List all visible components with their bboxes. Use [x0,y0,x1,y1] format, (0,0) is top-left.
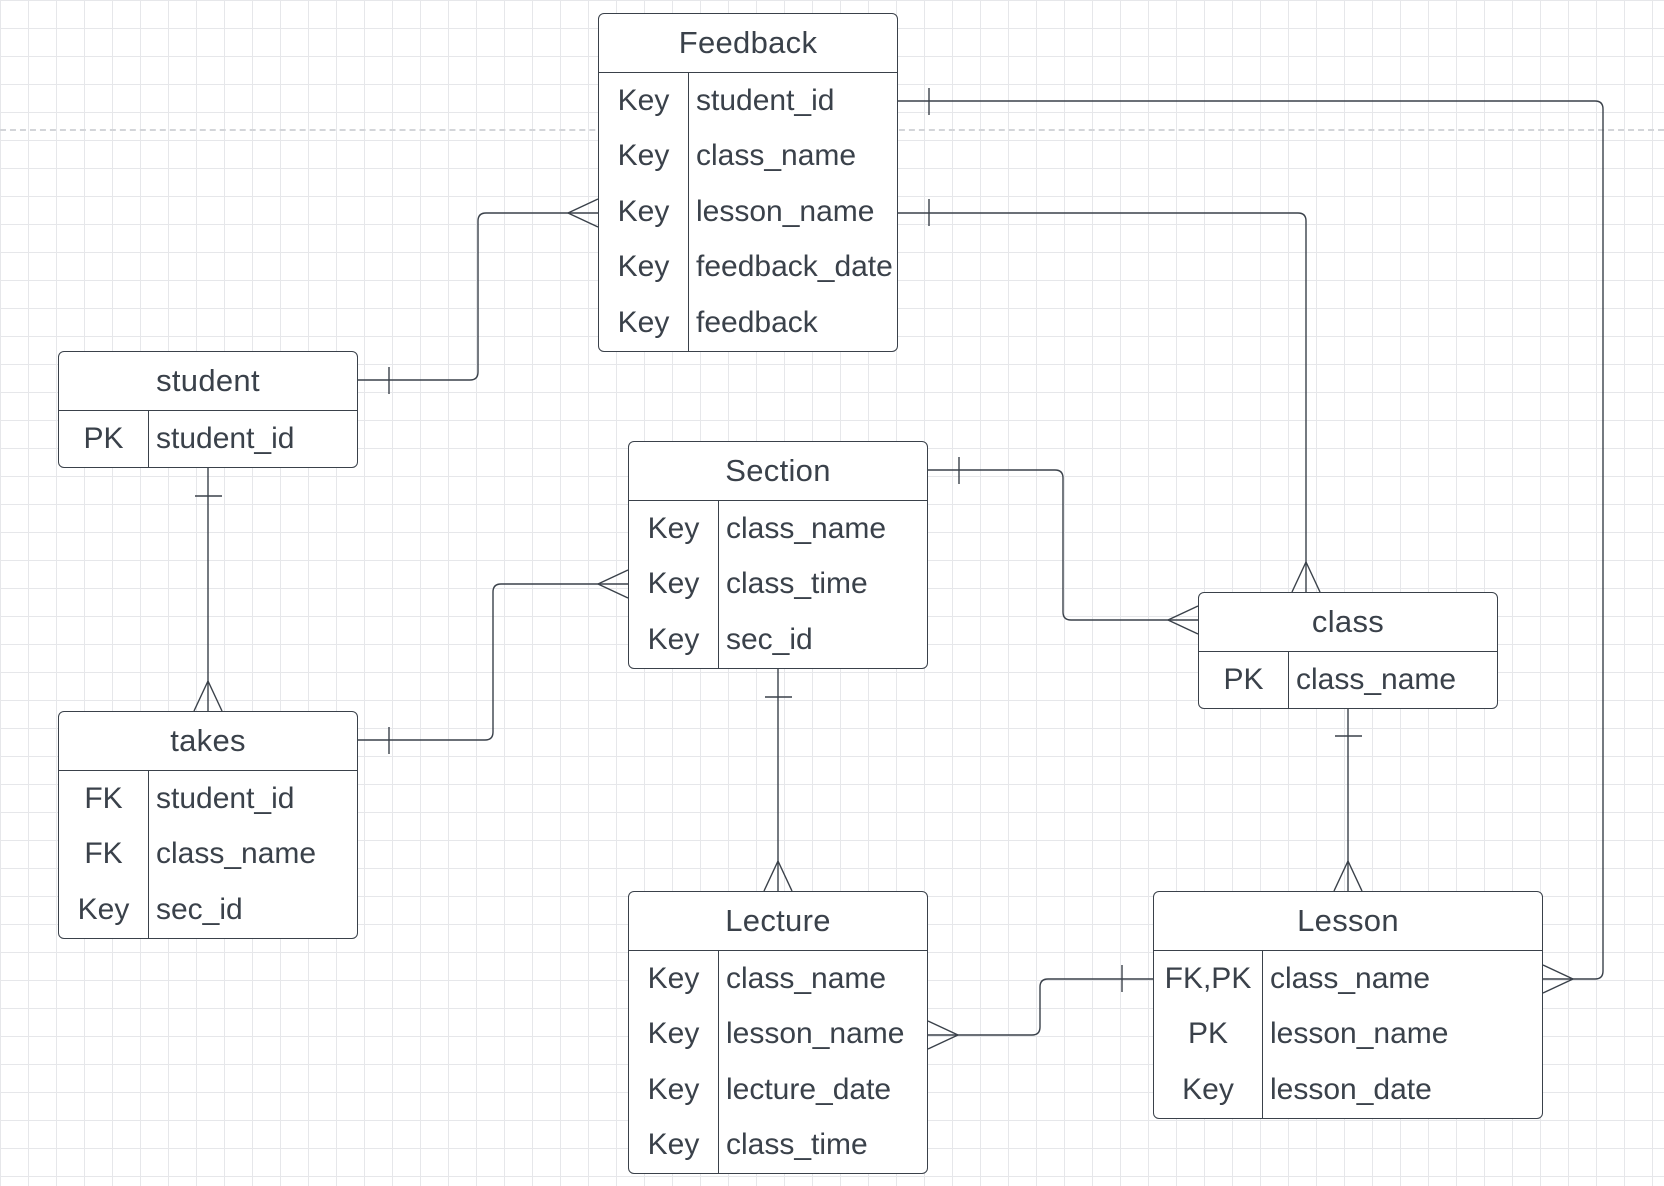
field-row[interactable]: PK lesson_name [1154,1007,1542,1063]
field-name: class_name [1296,662,1457,696]
field-name: lecture_date [726,1072,892,1106]
field-name: class_time [726,1128,868,1162]
field-row[interactable]: Key lecture_date [629,1062,927,1118]
field-name: class_name [726,961,887,995]
field-name: feedback [696,305,818,339]
entity-takes-fields: FK student_id FK class_name Key sec_id [59,771,357,938]
entity-section[interactable]: Section Key class_name Key class_time Ke… [628,441,928,669]
entity-feedback[interactable]: Feedback Key student_id Key class_name K… [598,13,898,352]
connector-feedback-class[interactable] [898,199,1321,593]
connector-student-takes[interactable] [193,467,223,712]
field-key: Key [647,1128,700,1162]
connector-student-feedback[interactable] [358,198,599,394]
column-divider [148,411,149,467]
column-divider [148,771,149,938]
field-key: Key [647,511,700,545]
entity-lesson[interactable]: Lesson FK,PK class_name PK lesson_name K… [1153,891,1543,1119]
field-key: Key [1182,1072,1234,1106]
connector-class-lesson[interactable] [1333,706,1363,892]
entity-class[interactable]: class PK class_name [1198,592,1498,709]
field-key: PK [1223,662,1264,696]
entity-lesson-title: Lesson [1154,892,1542,951]
entity-lecture[interactable]: Lecture Key class_name Key lesson_name K… [628,891,928,1174]
field-key: PK [83,421,124,455]
field-key: Key [617,250,670,284]
field-name: feedback_date [696,250,893,284]
entity-student-fields: PK student_id [59,411,357,467]
entity-class-fields: PK class_name [1199,652,1497,708]
field-row[interactable]: Key class_name [599,129,897,185]
field-key: PK [1187,1017,1229,1051]
field-row[interactable]: Key class_time [629,557,927,613]
field-name: sec_id [726,622,813,656]
field-key: FK,PK [1164,961,1252,995]
field-key: Key [647,1017,700,1051]
field-key: Key [617,194,670,228]
entity-lecture-fields: Key class_name Key lesson_name Key lectu… [629,951,927,1173]
field-key: Key [617,83,670,117]
column-divider [718,951,719,1173]
connector-lesson-lecture[interactable] [927,965,1153,1050]
entity-takes-title: takes [59,712,357,771]
field-name: lesson_name [1270,1017,1449,1051]
field-name: student_id [156,781,295,815]
column-divider [1262,951,1263,1118]
field-row[interactable]: Key class_name [629,951,927,1007]
field-row[interactable]: FK,PK class_name [1154,951,1542,1007]
field-key: FK [84,781,123,815]
field-name: lesson_name [726,1017,905,1051]
entity-class-title: class [1199,593,1497,652]
column-divider [718,501,719,668]
field-name: lesson_date [1270,1072,1432,1106]
field-name: student_id [156,421,295,455]
connector-takes-section[interactable] [358,569,629,754]
field-name: lesson_name [696,194,875,228]
field-name: class_name [726,511,887,545]
field-row[interactable]: Key lesson_name [599,184,897,240]
field-key: Key [77,892,130,926]
field-row[interactable]: Key feedback_date [599,240,897,296]
field-row[interactable]: Key feedback [599,295,897,351]
field-row[interactable]: Key class_time [629,1118,927,1174]
field-row[interactable]: Key class_name [629,501,927,557]
field-row[interactable]: FK class_name [59,827,357,883]
field-row[interactable]: Key sec_id [629,612,927,668]
field-name: class_time [726,567,868,601]
field-row[interactable]: FK student_id [59,771,357,827]
field-row[interactable]: Key lesson_date [1154,1062,1542,1118]
field-row[interactable]: PK student_id [59,411,357,467]
entity-student[interactable]: student PK student_id [58,351,358,468]
entity-lesson-fields: FK,PK class_name PK lesson_name Key less… [1154,951,1542,1118]
entity-section-fields: Key class_name Key class_time Key sec_id [629,501,927,668]
entity-student-title: student [59,352,357,411]
field-name: class_name [1270,961,1431,995]
entity-feedback-title: Feedback [599,14,897,73]
field-row[interactable]: Key sec_id [59,882,357,938]
entity-section-title: Section [629,442,927,501]
field-name: class_name [696,139,857,173]
field-row[interactable]: Key lesson_name [629,1007,927,1063]
entity-lecture-title: Lecture [629,892,927,951]
connector-feedback-lesson[interactable] [898,88,1604,994]
field-row[interactable]: Key student_id [599,73,897,129]
field-key: Key [647,1072,700,1106]
entity-feedback-fields: Key student_id Key class_name Key lesson… [599,73,897,351]
field-name: class_name [156,837,317,871]
field-key: Key [647,622,700,656]
field-name: sec_id [156,892,243,926]
column-divider [1288,652,1289,708]
field-row[interactable]: PK class_name [1199,652,1497,708]
field-key: Key [617,305,670,339]
field-key: Key [647,961,700,995]
connector-section-class[interactable] [928,457,1199,635]
entity-takes[interactable]: takes FK student_id FK class_name Key se… [58,711,358,939]
field-key: FK [84,837,123,871]
field-name: student_id [696,83,835,117]
field-key: Key [617,139,670,173]
field-key: Key [647,567,700,601]
connector-section-lecture[interactable] [763,668,793,892]
column-divider [688,73,689,351]
